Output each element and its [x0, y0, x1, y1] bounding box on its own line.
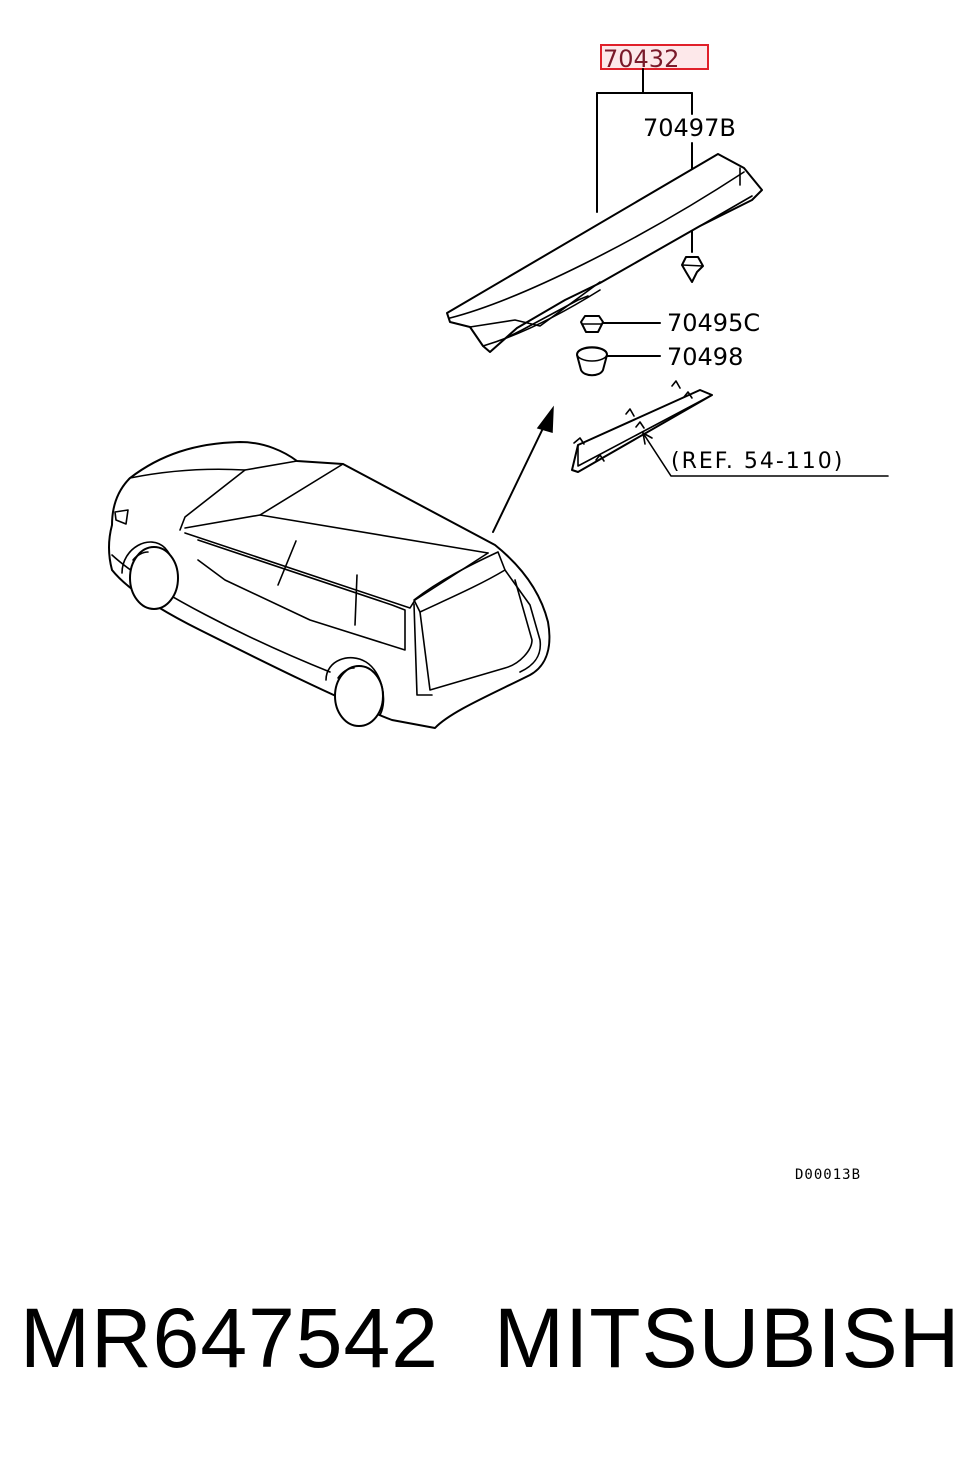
- callout-label-70495c[interactable]: 70495C: [667, 309, 760, 337]
- highlight-box: [600, 44, 709, 70]
- callout-label-70432: 70432: [603, 45, 679, 73]
- vehicle-illustration: [108, 441, 551, 729]
- brand-name: MITSUBISHI: [494, 1291, 960, 1385]
- clip-icon: [681, 256, 704, 283]
- pointer-arrow: [492, 405, 554, 533]
- cap-icon: [576, 346, 608, 377]
- grommet-icon: [580, 315, 604, 333]
- callout-label-70497b[interactable]: 70497B: [643, 114, 736, 142]
- drawing-code: D00013B: [795, 1167, 861, 1183]
- callout-label-70498[interactable]: 70498: [667, 343, 743, 371]
- part-number: MR647542: [20, 1291, 439, 1385]
- rear-spoiler: [446, 153, 763, 353]
- footer: MR647542 MITSUBISHI: [0, 1290, 960, 1400]
- reference-label[interactable]: (REF. 54-110): [671, 449, 844, 474]
- callout-70432[interactable]: 70432: [600, 44, 709, 73]
- reference-bracket: [571, 380, 713, 473]
- leader-reference: [642, 432, 889, 477]
